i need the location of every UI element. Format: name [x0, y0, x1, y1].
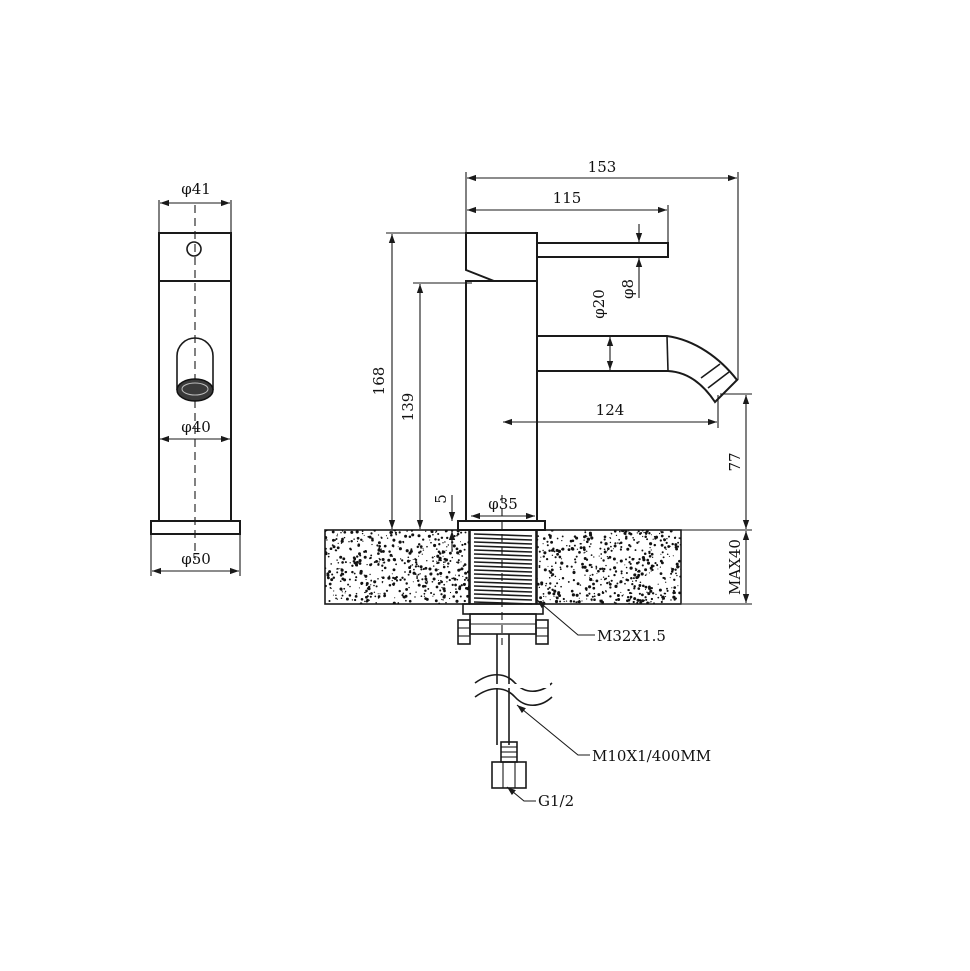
- callout-flex-hose: M10X1/400MM: [592, 747, 711, 765]
- callout-shank-thread: M32X1.5: [597, 627, 666, 645]
- dim-spout-reach: 124: [596, 401, 625, 419]
- spout: [537, 335, 739, 404]
- callout-connector-thread: G1/2: [538, 792, 574, 810]
- dim-handle-length: 115: [553, 189, 582, 207]
- dim-base-offset: 5: [432, 494, 450, 504]
- dim-spout-clearance: 77: [726, 452, 744, 471]
- threaded-shank: [462, 529, 544, 615]
- countertop: [324, 529, 682, 605]
- break-line-icon: [474, 673, 553, 693]
- faucet-body: [457, 232, 739, 531]
- dim-base-diameter: φ50: [181, 550, 211, 568]
- dim-shank-diameter: φ35: [488, 495, 518, 513]
- side-spout-icon: [176, 337, 214, 390]
- dim-spout-diameter: φ20: [590, 289, 608, 319]
- hex-nut-icon: [491, 761, 527, 789]
- handle-lever: [536, 242, 669, 258]
- flex-hose: [474, 634, 553, 789]
- side-view: φ41 φ40 φ50: [150, 180, 241, 576]
- front-view: 153 115 168 139 φ8 φ20 124 77 MAX40: [324, 158, 752, 810]
- dim-aerator-diameter: φ40: [181, 418, 211, 436]
- dim-body-height: 139: [399, 393, 417, 422]
- dim-top-diameter: φ41: [181, 180, 211, 198]
- dim-total-height: 168: [370, 367, 388, 396]
- mounting-nut: [457, 613, 549, 645]
- dim-handle-diameter: φ8: [619, 279, 637, 299]
- dim-max-counter-thickness: MAX40: [726, 539, 744, 595]
- dim-overall-length: 153: [588, 158, 617, 176]
- side-handle-hole-icon: [186, 241, 202, 257]
